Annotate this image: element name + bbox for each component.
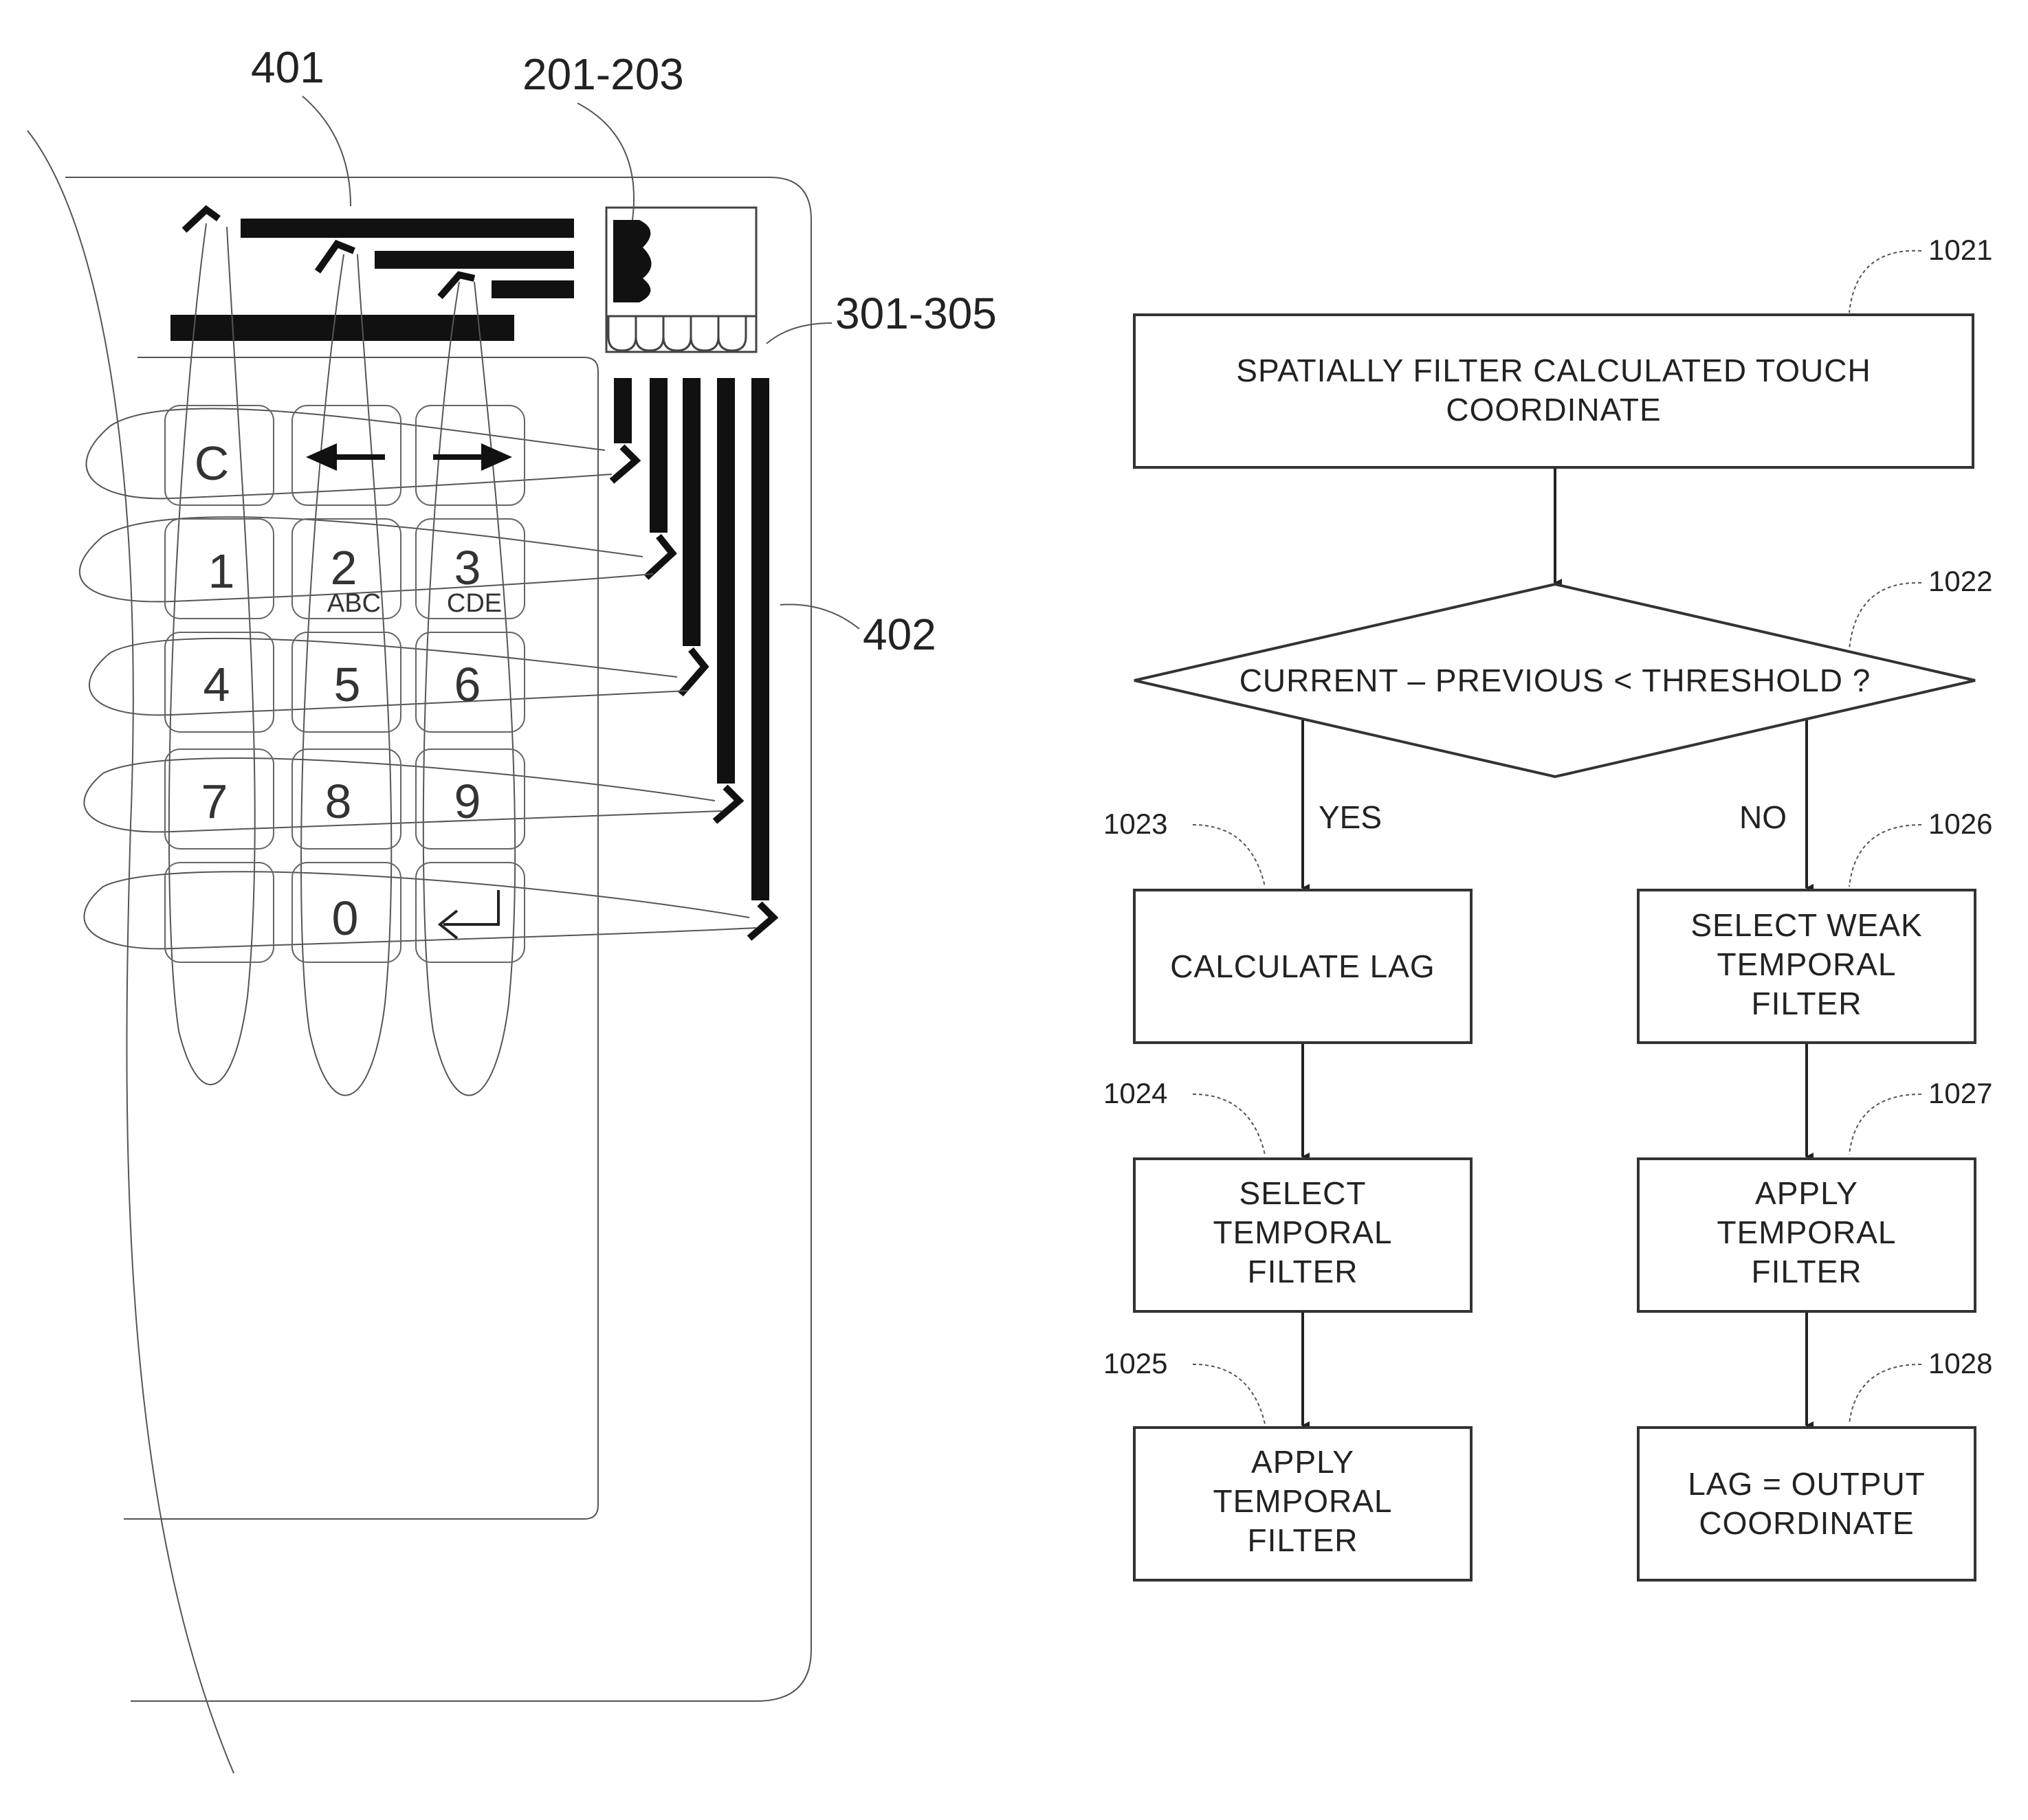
enter-arrow-icon — [440, 890, 498, 938]
key-1-label: 1 — [208, 544, 235, 598]
horizontal-electrodes — [170, 210, 574, 341]
ref-1027-leader — [1849, 1094, 1921, 1155]
ref-201-203-leader — [577, 103, 634, 220]
step-1026-line-1: SELECT WEAK — [1690, 907, 1922, 943]
step-1025-line-3: FILTER — [1247, 1522, 1358, 1558]
chip-pins — [606, 316, 756, 351]
step-1027-line-2: TEMPORAL — [1717, 1214, 1896, 1250]
ref-1022-leader — [1849, 583, 1921, 650]
key-3-label: 3 — [454, 541, 481, 595]
step-1027-line-1: APPLY — [1755, 1175, 1858, 1211]
key-6-label: 6 — [454, 658, 481, 711]
chip-coil — [613, 220, 652, 302]
step-1025-line-2: TEMPORAL — [1213, 1483, 1392, 1519]
step-1024-line-3: FILTER — [1247, 1254, 1358, 1289]
step-1026-line-3: FILTER — [1751, 986, 1862, 1021]
step-1023-line-1: CALCULATE LAG — [1170, 948, 1435, 984]
electrode-loops — [80, 223, 756, 1096]
key-7-label: 7 — [201, 775, 228, 828]
ref-1022: 1022 — [1928, 565, 1992, 597]
step-1024-line-1: SELECT — [1239, 1175, 1367, 1211]
device-outer-curve — [27, 131, 234, 1773]
step-1025-line-1: APPLY — [1251, 1444, 1354, 1480]
ref-402-leader — [780, 604, 859, 629]
ref-1025-leader — [1193, 1364, 1265, 1424]
ref-1024: 1024 — [1103, 1077, 1167, 1109]
flowchart: SPATIALLY FILTER CALCULATED TOUCH COORDI… — [1103, 234, 1992, 1580]
ref-1028-leader — [1849, 1364, 1921, 1424]
key-0-label: 0 — [332, 891, 359, 945]
ref-1024-leader — [1193, 1094, 1265, 1155]
decision-1022-question: CURRENT – PREVIOUS < THRESHOLD ? — [1239, 663, 1871, 698]
key-4-label: 4 — [203, 658, 230, 711]
step-1021-line-2: COORDINATE — [1446, 392, 1661, 428]
step-1026-line-2: TEMPORAL — [1717, 946, 1896, 982]
step-1021-line-1: SPATIALLY FILTER CALCULATED TOUCH — [1236, 353, 1871, 388]
step-1028-box — [1638, 1428, 1975, 1580]
keypad-device-drawing: C 1 2 ABC 3 CDE 4 5 6 7 8 9 0 401 201-20… — [27, 43, 997, 1773]
step-1028-line-2: COORDINATE — [1699, 1505, 1914, 1541]
key-2-letters: ABC — [327, 589, 381, 618]
step-1027-line-3: FILTER — [1751, 1254, 1862, 1289]
ref-1027: 1027 — [1928, 1077, 1992, 1109]
yes-label: YES — [1319, 799, 1382, 835]
ref-401-leader — [302, 96, 351, 206]
ref-1023: 1023 — [1103, 808, 1167, 840]
ref-1021-leader — [1849, 251, 1921, 313]
ref-301-305: 301-305 — [835, 289, 997, 338]
key-c-label: C — [195, 436, 230, 490]
key-5-label: 5 — [334, 658, 361, 711]
key-3-letters: CDE — [447, 589, 502, 618]
no-label: NO — [1739, 799, 1787, 835]
step-1028-line-1: LAG = OUTPUT — [1688, 1466, 1926, 1502]
ref-1028: 1028 — [1928, 1347, 1992, 1379]
ref-1026-leader — [1849, 825, 1921, 887]
key-8-label: 8 — [325, 775, 352, 828]
ref-402: 402 — [863, 610, 936, 659]
ref-301-305-leader — [767, 323, 832, 344]
ref-201-203: 201-203 — [522, 49, 684, 99]
ref-401: 401 — [251, 43, 324, 92]
ref-1026: 1026 — [1928, 808, 1992, 840]
vertical-electrodes — [612, 378, 773, 938]
key-2-label: 2 — [331, 541, 357, 595]
step-1021-box — [1134, 315, 1973, 467]
step-1024-line-2: TEMPORAL — [1213, 1214, 1392, 1250]
ref-1025: 1025 — [1103, 1347, 1167, 1379]
ref-1021: 1021 — [1928, 234, 1992, 266]
keypad-panel-outline — [124, 357, 598, 1519]
right-arrow-icon — [433, 443, 512, 471]
ref-1023-leader — [1193, 825, 1265, 887]
key-9-label: 9 — [454, 775, 481, 828]
